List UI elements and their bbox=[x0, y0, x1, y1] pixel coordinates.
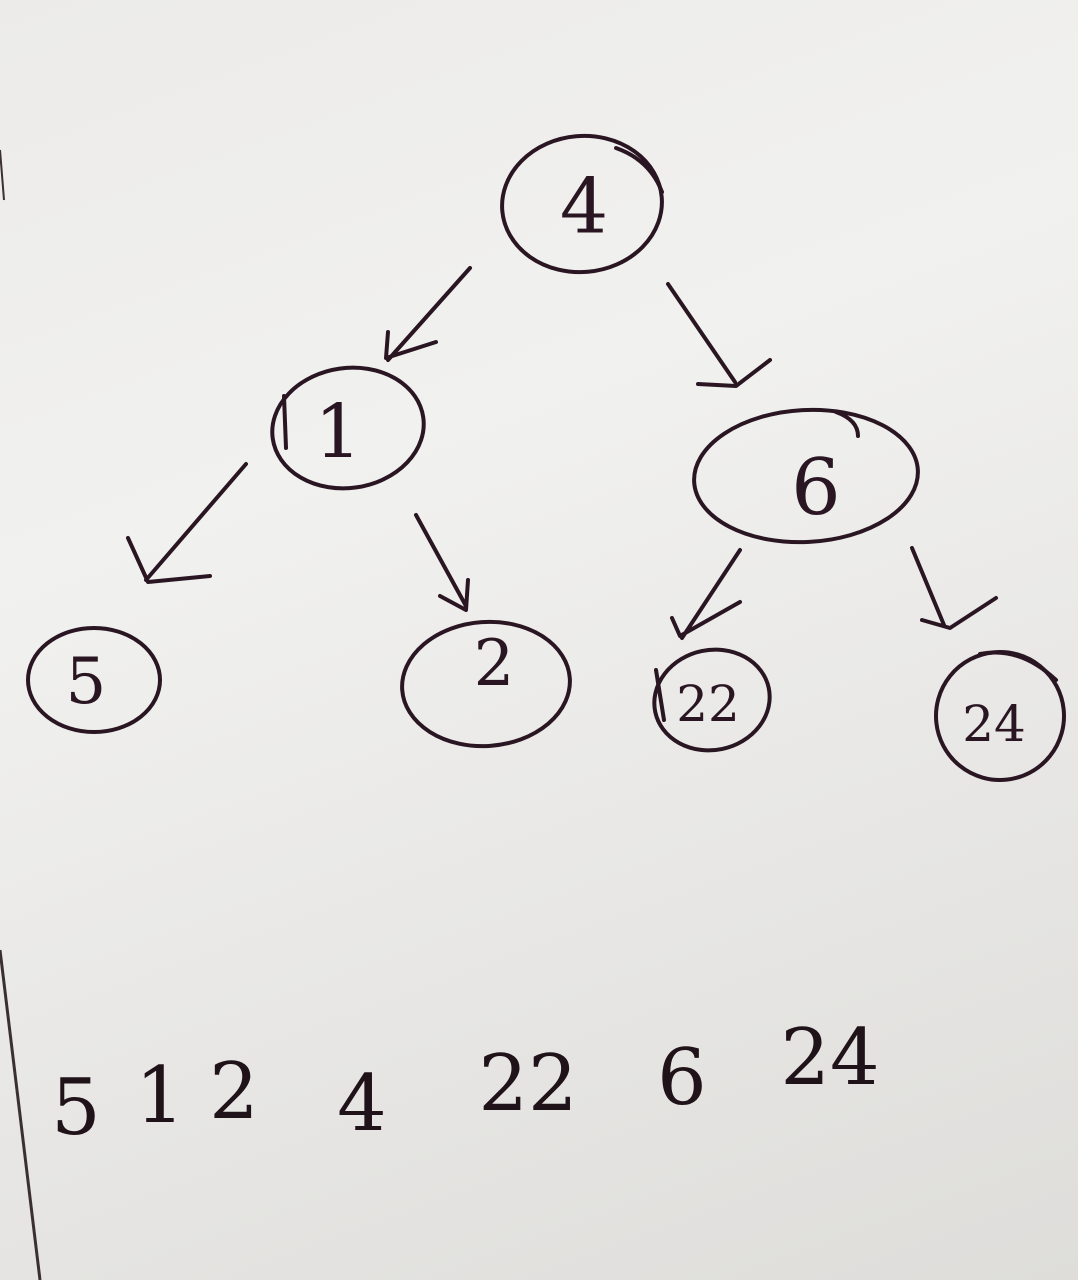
tree-node-root: 4 bbox=[500, 133, 664, 275]
traversal-item: 24 bbox=[780, 1013, 879, 1103]
node-circle-overstroke bbox=[978, 650, 1058, 682]
node-label: 22 bbox=[676, 675, 740, 733]
node-label: 2 bbox=[474, 627, 515, 701]
tree-node-right-left: 22 bbox=[652, 647, 772, 753]
edges bbox=[126, 266, 998, 640]
traversal-item: 22 bbox=[478, 1039, 577, 1129]
edge-left-to-left-right bbox=[414, 513, 470, 612]
traversal-item: 5 bbox=[51, 1063, 101, 1153]
node-circle bbox=[652, 647, 772, 753]
node-circle-overstroke bbox=[654, 668, 666, 722]
traversal-item: 4 bbox=[337, 1059, 387, 1149]
edge-right-to-right-right bbox=[910, 546, 998, 630]
node-label: 1 bbox=[314, 389, 361, 475]
node-circle bbox=[692, 407, 920, 545]
traversal-sequence: 5 1 2 4 22 6 24 bbox=[51, 1013, 879, 1153]
node-circle-overstroke bbox=[282, 394, 288, 450]
tree-node-left: 1 bbox=[270, 365, 426, 491]
node-label: 6 bbox=[791, 443, 841, 533]
tree-node-left-right: 2 bbox=[400, 619, 572, 749]
tree-node-right: 6 bbox=[692, 407, 920, 545]
traversal-item: 6 bbox=[657, 1033, 707, 1123]
node-label: 5 bbox=[66, 645, 107, 719]
node-circle-overstroke bbox=[614, 146, 664, 194]
node-label: 24 bbox=[962, 695, 1026, 753]
traversal-item: 1 bbox=[135, 1051, 185, 1141]
edge-left-to-left-left bbox=[126, 462, 248, 584]
tree-node-right-right: 24 bbox=[934, 650, 1066, 782]
edge-root-to-left bbox=[384, 266, 472, 362]
node-circle bbox=[500, 133, 664, 275]
node-circle-overstroke bbox=[834, 410, 860, 438]
edge-root-to-right bbox=[666, 282, 772, 388]
node-circle bbox=[400, 619, 572, 749]
traversal-item: 2 bbox=[209, 1047, 259, 1137]
node-label: 4 bbox=[560, 162, 608, 251]
node-circle bbox=[270, 365, 426, 491]
edge-right-to-right-left bbox=[670, 548, 742, 640]
node-circle bbox=[26, 626, 162, 734]
tree-node-left-left: 5 bbox=[26, 626, 162, 734]
